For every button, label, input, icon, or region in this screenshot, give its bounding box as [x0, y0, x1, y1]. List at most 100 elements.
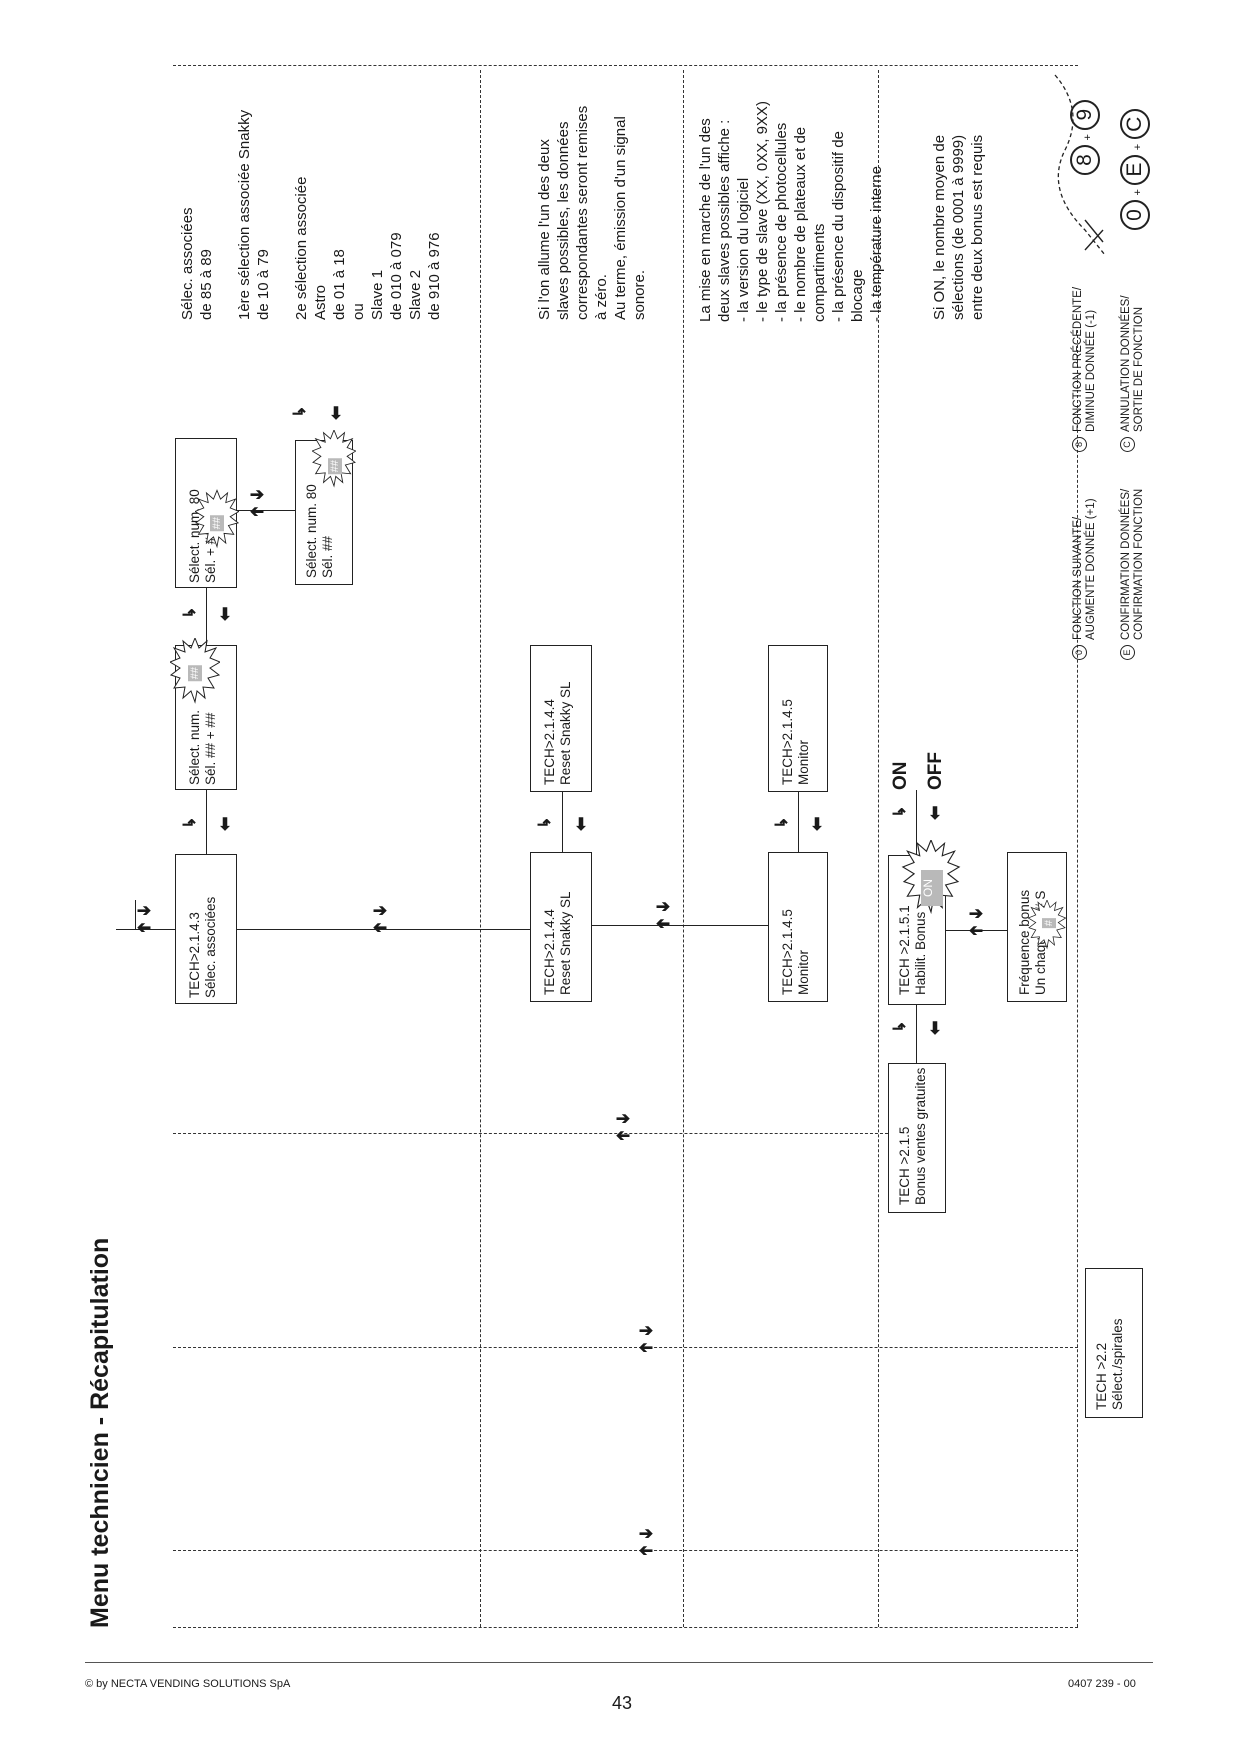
- legend-key8-text: FONCTION PRÉCÉDENTE/ DIMINUE DONNÉE (-1): [1072, 287, 1098, 432]
- note-line: 2e sélection associée: [293, 176, 310, 320]
- legend-key8: 8: [1072, 431, 1087, 452]
- box-line: Sélect./spirales: [1110, 1318, 1125, 1410]
- flash-value: ON: [921, 870, 943, 906]
- updown-arrows: ⬇: [327, 405, 345, 422]
- arrow-right-icon: ➔: [615, 1109, 631, 1128]
- arrow-up-icon: ⬏: [291, 404, 307, 423]
- separator-line: [1077, 330, 1078, 1627]
- note-line: 1ère sélection associée Snakky: [236, 109, 253, 320]
- arrow-left-icon: ➔: [638, 1338, 654, 1357]
- c-key-icon: C: [1120, 437, 1135, 452]
- box-line: Reset Snakky SL: [558, 681, 573, 785]
- connector-line: [945, 930, 1007, 931]
- flash-value: #: [1042, 918, 1056, 929]
- menu-box-2143-sel-text: Sélect. num.Sél. ## + ##: [187, 710, 219, 785]
- box-line: Sélec. associées: [203, 896, 218, 998]
- arrow-right-icon: ➔: [655, 897, 671, 916]
- branch-dashed: [173, 1133, 888, 1134]
- separator-line: [683, 70, 684, 1627]
- note-line: Sélec. associées: [179, 207, 196, 320]
- updown-arrows: ⬇: [808, 816, 826, 833]
- arrow-up-icon: ⬏: [536, 815, 552, 834]
- separator-line: [173, 1627, 1078, 1628]
- legend-line: CONFIRMATION FONCTION: [1133, 488, 1145, 640]
- nav-arrows: ➔➔: [654, 897, 672, 933]
- zero-key-icon: 0: [1120, 200, 1150, 230]
- keypad-row1: 8 + 9: [1070, 99, 1100, 175]
- box-line: Sél. ## + ##: [203, 712, 218, 785]
- connector-line: [562, 792, 563, 852]
- page-number: 43: [612, 1693, 633, 1713]
- legend-line: FONCTION PRÉCÉDENTE/: [1072, 286, 1084, 432]
- legend-line: FONCTION SUIVANTE/: [1072, 516, 1084, 640]
- legend-key0: 0: [1072, 639, 1087, 660]
- box-line: TECH >2.2: [1094, 1342, 1109, 1410]
- menu-box-215: [888, 1063, 946, 1213]
- note-line: Astro: [312, 284, 329, 320]
- page-title: Menu technicien - Récapitulation: [86, 1237, 114, 1628]
- note-line: à zéro.: [593, 274, 610, 320]
- note-bonus: Si ON, le nombre moyen de sélections (de…: [930, 135, 987, 320]
- branch-line: [116, 929, 136, 930]
- flash-value: ##: [210, 515, 224, 532]
- note-line: Si ON, le nombre moyen de: [931, 134, 948, 320]
- arrow-up-icon: ⬏: [891, 1019, 907, 1038]
- menu-box-22: [1085, 1268, 1143, 1418]
- branch-line: [135, 929, 175, 930]
- legend-key0-text: FONCTION SUIVANTE/ AUGMENTE DONNÉE (+1): [1072, 498, 1098, 640]
- arrow-left-icon: ➔: [968, 921, 984, 940]
- flash-value: ##: [188, 665, 202, 682]
- arrow-down-icon: ⬇: [217, 815, 233, 834]
- box-line: TECH>2.1.4.4: [542, 699, 557, 785]
- box-line: Monitor: [796, 739, 811, 785]
- copyright: © by NECTA VENDING SOLUTIONS SpA: [85, 1678, 291, 1690]
- updown-arrows: ⬏: [180, 816, 198, 833]
- arrow-up-icon: ⬏: [181, 815, 197, 834]
- legend-keyC: C: [1120, 431, 1135, 452]
- eight-key-icon: 8: [1070, 145, 1100, 175]
- note-line: slaves possibles, les données: [555, 121, 572, 320]
- box-line: Bonus ventes gratuites: [913, 1067, 928, 1205]
- legend-line: ANNULATION DONNÉES/: [1120, 295, 1132, 432]
- zero-key-icon: 0: [1072, 645, 1087, 660]
- branch-dashed: [173, 1347, 1078, 1348]
- note-line: deux slaves possibles affiche :: [716, 119, 733, 322]
- updown-arrows: ⬏: [290, 405, 308, 422]
- legend-line: SORTIE DE FONCTION: [1133, 306, 1145, 432]
- arrow-left-icon: ➔: [655, 914, 671, 933]
- connector-line: [206, 790, 207, 854]
- note-line: - la présence du dispositif de: [830, 131, 847, 322]
- note-line: correspondantes seront remises: [574, 105, 591, 320]
- arrow-right-icon: ➔: [372, 901, 388, 920]
- note-line: Au terme, émission d'un signal: [612, 116, 629, 320]
- arrow-up-icon: ⬏: [891, 804, 907, 823]
- arrow-right-icon: ➔: [638, 1321, 654, 1340]
- nav-arrows: ➔➔: [371, 901, 389, 937]
- arrow-down-icon: ⬇: [573, 815, 589, 834]
- box-line: Reset Snakky SL: [558, 891, 573, 995]
- connector-line: [916, 1005, 917, 1063]
- arrow-left-icon: ➔: [136, 918, 152, 937]
- connector-line: [236, 929, 531, 930]
- eight-key-icon: 8: [1072, 437, 1087, 452]
- menu-box-2145: [768, 852, 828, 1002]
- legend-line: CONFIRMATION DONNÉES/: [1120, 488, 1132, 640]
- note-line: Slave 2: [407, 269, 424, 320]
- box-line: TECH>2.1.4.4: [542, 909, 557, 995]
- note-line: [273, 110, 292, 320]
- legend-line: AUGMENTE DONNÉE (+1): [1085, 498, 1097, 640]
- note-line: - la température interne: [868, 166, 885, 322]
- note-associees: Sélec. associées de 85 à 89 1ère sélecti…: [178, 110, 444, 320]
- connector-line: [206, 588, 207, 645]
- legend-line: DIMINUE DONNÉE (-1): [1085, 309, 1097, 432]
- menu-box-2145-sub: [768, 645, 828, 792]
- note-line: de 910 à 976: [426, 232, 443, 320]
- note-line: - le nombre de plateaux et de: [792, 126, 809, 322]
- connector-line: [236, 510, 296, 511]
